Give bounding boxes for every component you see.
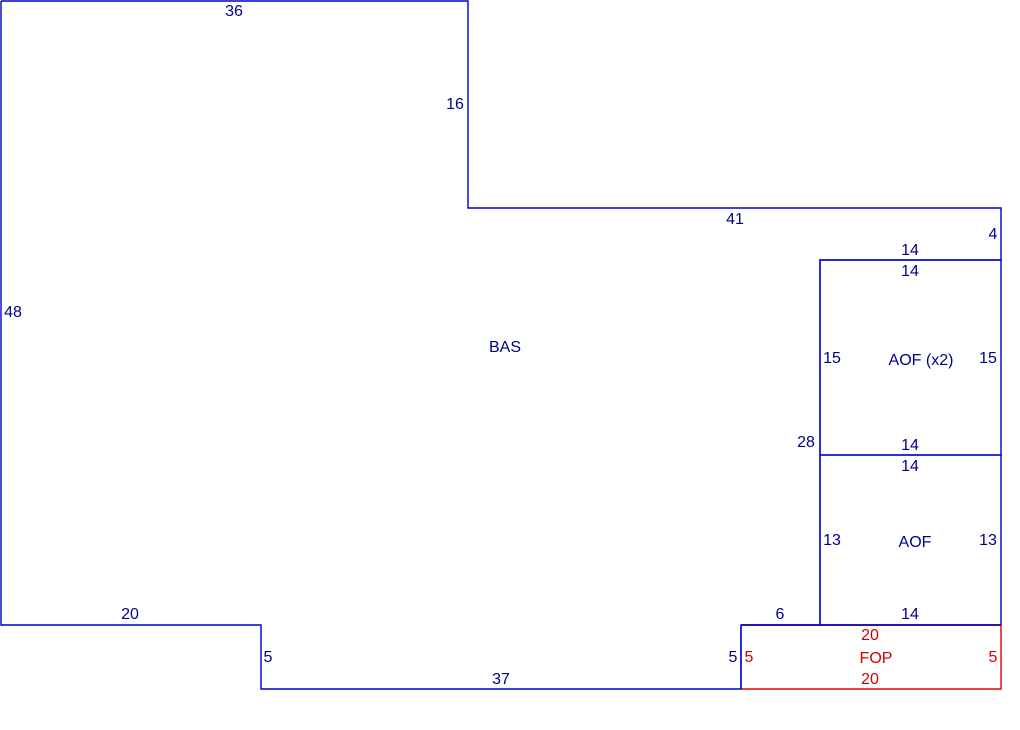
area-label-aof-x2: AOF (x2) <box>889 352 954 369</box>
dim-aof-top: 14 <box>901 458 919 475</box>
dim-fop-left: 5 <box>745 649 754 666</box>
area-label-bas: BAS <box>489 339 521 356</box>
area-label-fop: FOP <box>860 650 893 667</box>
dim-aof-x2-top-inner: 14 <box>901 263 919 280</box>
dim-aof-x2-bottom: 14 <box>901 437 919 454</box>
dim-bas-fop-top: 6 <box>776 606 785 623</box>
dim-aof-bottom: 14 <box>901 606 919 623</box>
dim-bas-bottom: 37 <box>492 671 510 688</box>
dim-bas-mid-top: 41 <box>726 211 744 228</box>
dim-aof-x2-right: 15 <box>979 350 997 367</box>
dim-bas-right-top: 4 <box>989 226 998 243</box>
dim-fop-right: 5 <box>989 649 998 666</box>
dim-bas-top: 36 <box>225 3 243 20</box>
dim-aof-left: 13 <box>823 532 841 549</box>
dim-bas-right: 28 <box>797 434 815 451</box>
dim-fop-bottom: 20 <box>861 671 879 688</box>
dim-bas-notch-right: 16 <box>446 96 464 113</box>
area-label-aof: AOF <box>899 534 932 551</box>
dim-bas-bottom-left: 20 <box>121 606 139 623</box>
dim-aof-x2-left: 15 <box>823 350 841 367</box>
dim-aof-x2-top-outer: 14 <box>901 242 919 259</box>
dim-bas-bottom-right: 5 <box>729 649 738 666</box>
dim-bas-step: 5 <box>264 649 273 666</box>
dim-bas-left: 48 <box>4 304 22 321</box>
dim-fop-top: 20 <box>861 627 879 644</box>
dim-aof-right: 13 <box>979 532 997 549</box>
